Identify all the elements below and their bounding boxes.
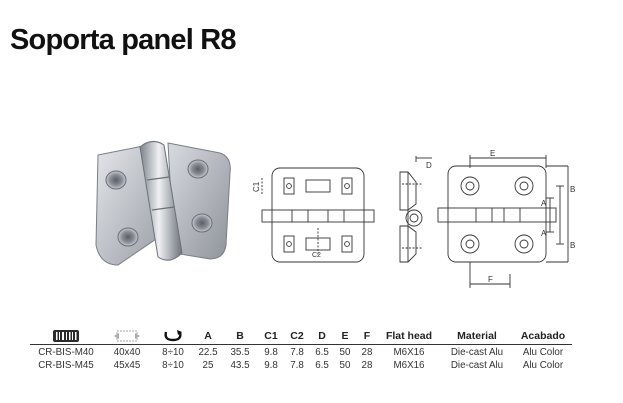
col-a: A: [194, 326, 222, 345]
table-cell: CR-BIS-M45: [38, 359, 94, 371]
page-title: Soporta panel R8: [10, 24, 236, 56]
table-cell: 9.8: [264, 346, 278, 358]
col-size: [102, 326, 152, 345]
col-angle: [152, 326, 194, 345]
barcode-icon: [53, 330, 79, 342]
back-view-drawing: [437, 155, 569, 288]
table-cell: 7.8: [290, 346, 304, 358]
table-cell: 22.5: [198, 346, 218, 358]
col-e: E: [334, 326, 356, 345]
table-cell: 50: [339, 346, 351, 358]
table-cell: 50: [339, 359, 351, 371]
technical-drawings: C1 C2 D E A A B B F: [252, 149, 575, 288]
table-cell: CR-BIS-M40: [38, 346, 94, 358]
table-cell: 25: [202, 359, 214, 371]
table-cell: Die-cast Alu: [450, 359, 504, 371]
front-view-drawing: [261, 167, 375, 263]
col-flat-head: Flat head: [378, 326, 440, 345]
col-d: D: [310, 326, 334, 345]
col-c1: C1: [258, 326, 284, 345]
table-cell: 43.5: [230, 359, 250, 371]
col-b: B: [222, 326, 258, 345]
table-cell: 8÷10: [162, 359, 184, 371]
table-cell: 28: [361, 359, 373, 371]
table-cell: M6X16: [393, 359, 425, 371]
table-cell: 28: [361, 346, 373, 358]
label-b1: B: [570, 185, 575, 194]
table-cell: Die-cast Alu: [450, 346, 504, 358]
table-cell: M6X16: [393, 346, 425, 358]
table-row: CR-BIS-M40 40x40 8÷10 22.5 35.5 9.8 7.8 …: [30, 345, 572, 359]
label-d: D: [426, 161, 432, 170]
label-a1: A: [541, 199, 547, 208]
spec-table: A B C1 C2 D E F Flat head Material Acaba…: [30, 326, 572, 371]
col-f: F: [356, 326, 378, 345]
table-cell: 7.8: [290, 359, 304, 371]
label-e: E: [490, 149, 495, 158]
col-reference: [30, 326, 102, 345]
col-c2: C2: [284, 326, 310, 345]
table-cell: 35.5: [230, 346, 250, 358]
table-cell: 40x40: [113, 346, 141, 358]
col-material: Material: [440, 326, 514, 345]
label-a2: A: [541, 229, 547, 238]
table-cell: 45x45: [113, 359, 141, 371]
table-header-row: A B C1 C2 D E F Flat head Material Acaba…: [30, 326, 572, 345]
label-c2: C2: [312, 252, 321, 259]
table-cell: Alu Color: [522, 346, 564, 358]
dimension-icon: [114, 330, 140, 342]
rotation-icon: [164, 330, 182, 342]
label-f: F: [488, 275, 493, 284]
side-view-drawing: [399, 156, 432, 263]
hinge-photo: [95, 141, 231, 266]
table-cell: Alu Color: [522, 359, 564, 371]
table-row: CR-BIS-M45 45x45 8÷10 25 43.5 9.8 7.8 6.…: [30, 358, 572, 371]
label-c1: C1: [252, 181, 261, 192]
label-b2: B: [570, 241, 575, 250]
table-cell: 6.5: [315, 346, 329, 358]
table-cell: 9.8: [264, 359, 278, 371]
table-cell: 6.5: [315, 359, 329, 371]
table-cell: 8÷10: [162, 346, 184, 358]
col-acabado: Acabado: [514, 326, 572, 345]
